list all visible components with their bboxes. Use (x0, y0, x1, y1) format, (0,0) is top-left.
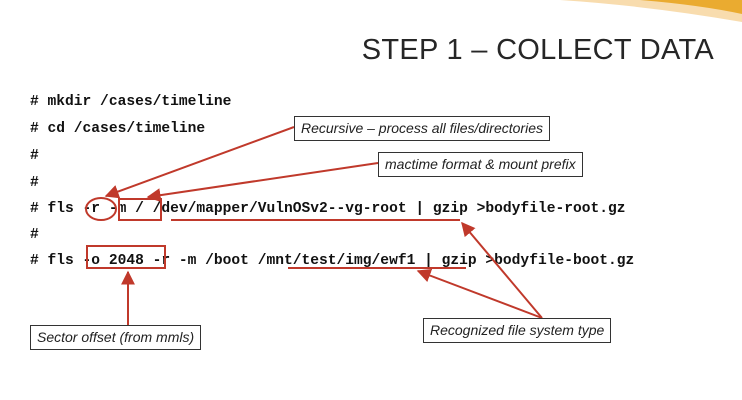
code-line: # fls -o 2048 -r -m /boot /mnt/test/img/… (30, 253, 635, 269)
code-line: # cd /cases/timeline (30, 121, 206, 137)
code-line: # (30, 148, 39, 164)
arrow-fstype-root (461, 221, 543, 319)
arrow-recursive (104, 126, 295, 199)
callout-recursive: Recursive – process all files/directorie… (294, 116, 550, 141)
code-line: # mkdir /cases/timeline (30, 94, 232, 110)
code-line: # (30, 175, 39, 191)
slide-title: STEP 1 – COLLECT DATA (361, 34, 714, 66)
callout-sector-offset: Sector offset (from mmls) (30, 325, 202, 350)
arrow-mactime (146, 162, 379, 203)
callout-filesystem-type: Recognized file system type (423, 318, 612, 343)
code-line: # fls -r -m / /dev/mapper/VulnOSv2--vg-r… (30, 201, 626, 217)
sector-offset-box (86, 245, 166, 269)
recursive-flag-circle (85, 197, 117, 221)
mount-prefix-box (118, 198, 162, 221)
code-line: # (30, 227, 39, 243)
callout-mactime: mactime format & mount prefix (378, 152, 583, 177)
arrow-fstype-boot (416, 268, 543, 319)
